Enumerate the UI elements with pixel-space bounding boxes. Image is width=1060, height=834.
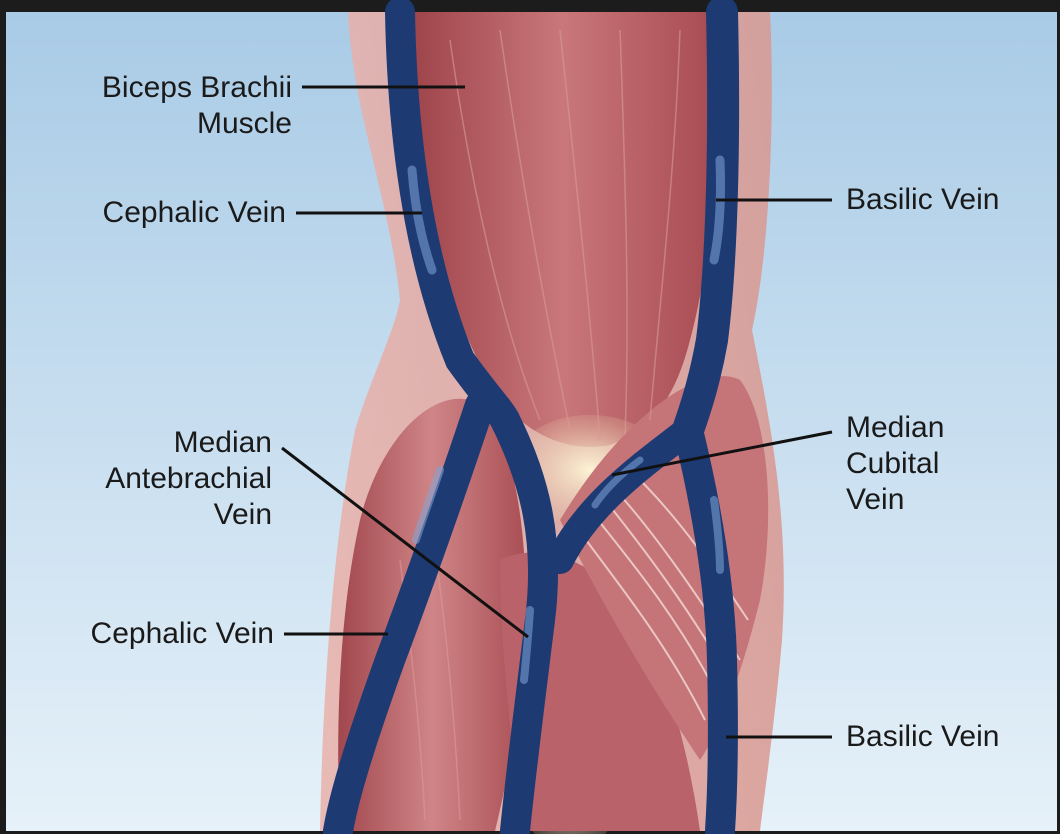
label-median-cubital-vein: Median Cubital Vein: [846, 410, 944, 518]
label-line: Antebrachial: [40, 461, 272, 497]
label-basilic-vein-upper: Basilic Vein: [846, 182, 999, 218]
label-line: Median: [40, 425, 272, 461]
label-line: Vein: [846, 482, 944, 518]
label-median-antebrachial-vein: Median Antebrachial Vein: [40, 425, 272, 533]
label-cephalic-vein-lower: Cephalic Vein: [30, 616, 274, 652]
label-basilic-vein-lower: Basilic Vein: [846, 719, 999, 755]
label-cephalic-vein-upper: Cephalic Vein: [40, 195, 286, 231]
label-biceps-brachii: Biceps Brachii Muscle: [40, 70, 292, 142]
label-line: Vein: [40, 497, 272, 533]
label-line: Biceps Brachii: [40, 70, 292, 106]
label-line: Cubital: [846, 446, 944, 482]
label-line: Median: [846, 410, 944, 446]
label-line: Muscle: [40, 106, 292, 142]
